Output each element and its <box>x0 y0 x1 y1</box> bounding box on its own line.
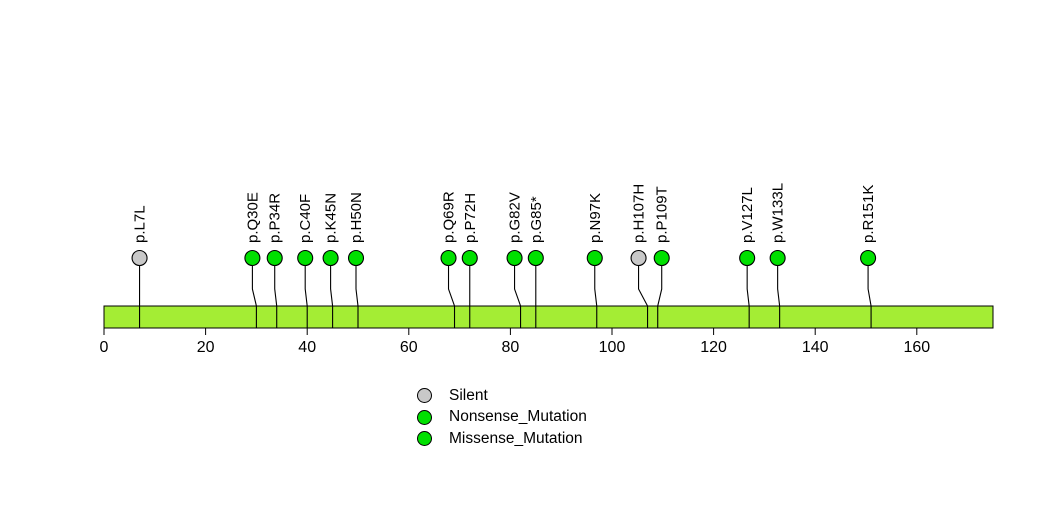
mutation-circle <box>739 249 756 267</box>
mutation-circle <box>347 249 365 267</box>
mutation-stem <box>777 266 781 328</box>
mutation-label: p.H107H <box>631 184 648 243</box>
legend-item-silent: Silent <box>417 385 587 407</box>
mutation-circle <box>244 249 261 267</box>
mutation-label: p.Q69R <box>441 191 458 243</box>
mutation-circle <box>769 249 786 267</box>
legend-item-missense-mutation: Missense_Mutation <box>417 428 587 450</box>
mutation-stem <box>746 266 750 328</box>
axis-tick-label: 120 <box>700 339 727 356</box>
mutation-stem <box>657 266 663 328</box>
mutation-stem <box>867 266 872 328</box>
mutation-stem <box>594 266 598 328</box>
mutation-label: p.P109T <box>654 186 671 243</box>
legend-swatch-missense-circle <box>417 431 432 447</box>
mutation-circle <box>653 249 670 267</box>
mutation-stem <box>447 266 456 328</box>
legend-label-silent: Silent <box>449 386 488 404</box>
mutation-stem <box>638 266 649 328</box>
mutation-label: p.K45N <box>323 193 340 243</box>
axis-tick-label: 80 <box>502 339 520 356</box>
mutation-label: p.N97K <box>587 193 604 243</box>
mutation-stem <box>274 266 278 328</box>
mutation-circle <box>527 249 544 267</box>
legend-label-missense: Missense_Mutation <box>449 429 583 447</box>
mutation-label: p.G82V <box>507 192 524 243</box>
mutation-circle <box>322 249 339 267</box>
legend-swatch-nonsense-circle <box>417 409 432 425</box>
mutation-label: p.C40F <box>297 194 314 243</box>
mutation-stem <box>304 266 308 328</box>
mutation-circle <box>860 249 877 267</box>
axis-tick-label: 100 <box>599 339 626 356</box>
mutation-stem <box>514 266 522 328</box>
protein-bar <box>103 305 994 329</box>
mutation-label: p.R151K <box>860 185 877 243</box>
legend: Silent Nonsense_Mutation Missense_Mutati… <box>417 385 587 450</box>
mutation-label: p.P34R <box>267 193 284 243</box>
mutation-circle <box>461 249 478 267</box>
mutation-circle <box>266 249 283 267</box>
mutation-stem <box>251 266 257 328</box>
axis-tick-label: 60 <box>400 339 418 356</box>
axis-tick-label: 140 <box>802 339 829 356</box>
mutation-label: p.H50N <box>348 192 365 243</box>
axis-tick-label: 20 <box>197 339 215 356</box>
mutation-circle <box>630 249 647 267</box>
mutation-label: p.V127L <box>739 187 756 243</box>
axis-tick-label: 160 <box>903 339 930 356</box>
axis-tick-label: 0 <box>100 339 109 356</box>
mutation-stem <box>355 266 359 328</box>
mutation-stem <box>330 266 334 328</box>
legend-label-nonsense: Nonsense_Mutation <box>449 408 587 426</box>
mutation-label: p.P72H <box>462 193 479 243</box>
legend-item-nonsense-mutation: Nonsense_Mutation <box>417 407 587 429</box>
mutation-label: p.G85* <box>528 196 545 243</box>
mutation-circle <box>297 249 314 267</box>
mutation-label: p.L7L <box>132 205 149 243</box>
legend-swatch-silent-circle <box>417 388 432 404</box>
mutation-circle <box>586 249 603 267</box>
mutation-circle <box>131 249 148 267</box>
mutation-circle <box>506 249 523 267</box>
mutation-label: p.Q30E <box>244 192 261 243</box>
mutation-circle <box>440 249 457 267</box>
axis-tick-label: 40 <box>298 339 316 356</box>
mutation-label: p.W133L <box>770 183 787 243</box>
